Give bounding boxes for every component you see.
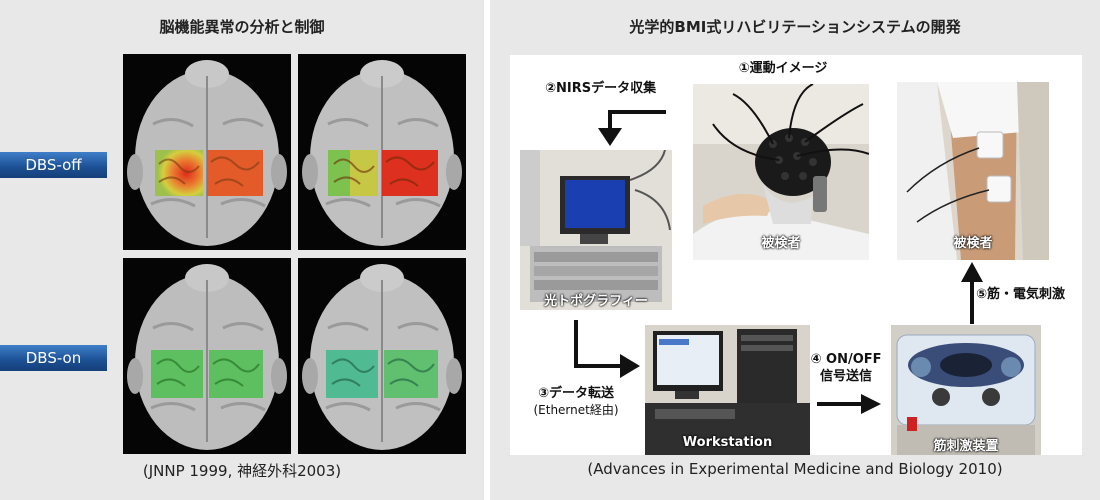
step-1-motor-imagery: ①運動イメージ — [738, 61, 828, 76]
arrow-step2-head — [598, 128, 622, 146]
step-3-line2: (Ethernet経由) — [533, 403, 619, 417]
arrow-step3-head — [620, 354, 640, 378]
step-4-line1: ④ ON/OFF — [810, 352, 882, 367]
label-subject-head: 被検者 — [761, 236, 801, 251]
photo-workstation: Workstation — [645, 325, 810, 455]
dbs-on-tag: DBS-on — [0, 345, 107, 371]
label-stimulator: 筋刺激装置 — [933, 439, 999, 454]
step-3-transfer: ③データ転送 (Ethernet経由) — [526, 385, 626, 419]
photo-stimulator: 筋刺激装置 — [891, 325, 1041, 455]
subject-head-illustration — [693, 84, 869, 260]
brain-scan-on-left-graphic — [127, 264, 287, 450]
workstation-illustration — [645, 325, 810, 455]
panel-divider — [484, 0, 490, 500]
arrow-step3-line — [574, 320, 622, 368]
photo-topography: 光トポグラフィー — [520, 150, 672, 310]
brain-scan-off-right-graphic — [302, 60, 462, 246]
dbs-off-tag: DBS-off — [0, 152, 107, 178]
label-topography: 光トポグラフィー — [544, 294, 648, 309]
arrow-step2-down — [598, 110, 666, 146]
arrow-step4-head — [861, 394, 881, 414]
step-2-nirs-collection: ②NIRSデータ収集 — [545, 81, 657, 96]
stimulator-illustration — [891, 325, 1041, 455]
photo-subject-head: 被検者 — [693, 84, 869, 260]
label-workstation: Workstation — [682, 435, 773, 450]
step-4-signal: ④ ON/OFF 信号送信 — [806, 351, 886, 385]
left-citation: (JNNP 1999, 神経外科2003) — [142, 462, 342, 480]
right-title: 光学的BMI式リハビリテーションシステムの開発 — [629, 18, 961, 36]
arrow-step5-head — [961, 262, 983, 282]
label-subject-arm: 被検者 — [953, 236, 993, 251]
brain-scan-on-right-graphic — [302, 264, 462, 450]
arrow-step4-right — [817, 394, 881, 414]
step-5-stimulation: ⑤筋・電気刺激 — [976, 287, 1066, 302]
brain-scan-on-right — [298, 258, 466, 454]
arrow-step3-right — [574, 320, 640, 378]
arrow-step5-up — [961, 262, 983, 324]
photo-subject-arm: 被検者 — [897, 82, 1049, 260]
step-3-line1: ③データ転送 — [537, 386, 614, 401]
step-4-line2: 信号送信 — [819, 369, 872, 384]
left-title: 脳機能異常の分析と制御 — [159, 18, 325, 36]
brain-scan-off-right — [298, 54, 466, 250]
brain-scan-on-left — [123, 258, 291, 454]
brain-scan-off-left — [123, 54, 291, 250]
left-panel: 脳機能異常の分析と制御 — [0, 0, 484, 500]
subject-arm-illustration — [897, 82, 1049, 260]
right-citation: (Advances in Experimental Medicine and B… — [587, 460, 1003, 478]
arrow-step2-line — [608, 110, 666, 130]
brain-scan-off-left-graphic — [127, 60, 287, 246]
topography-illustration — [520, 150, 672, 310]
